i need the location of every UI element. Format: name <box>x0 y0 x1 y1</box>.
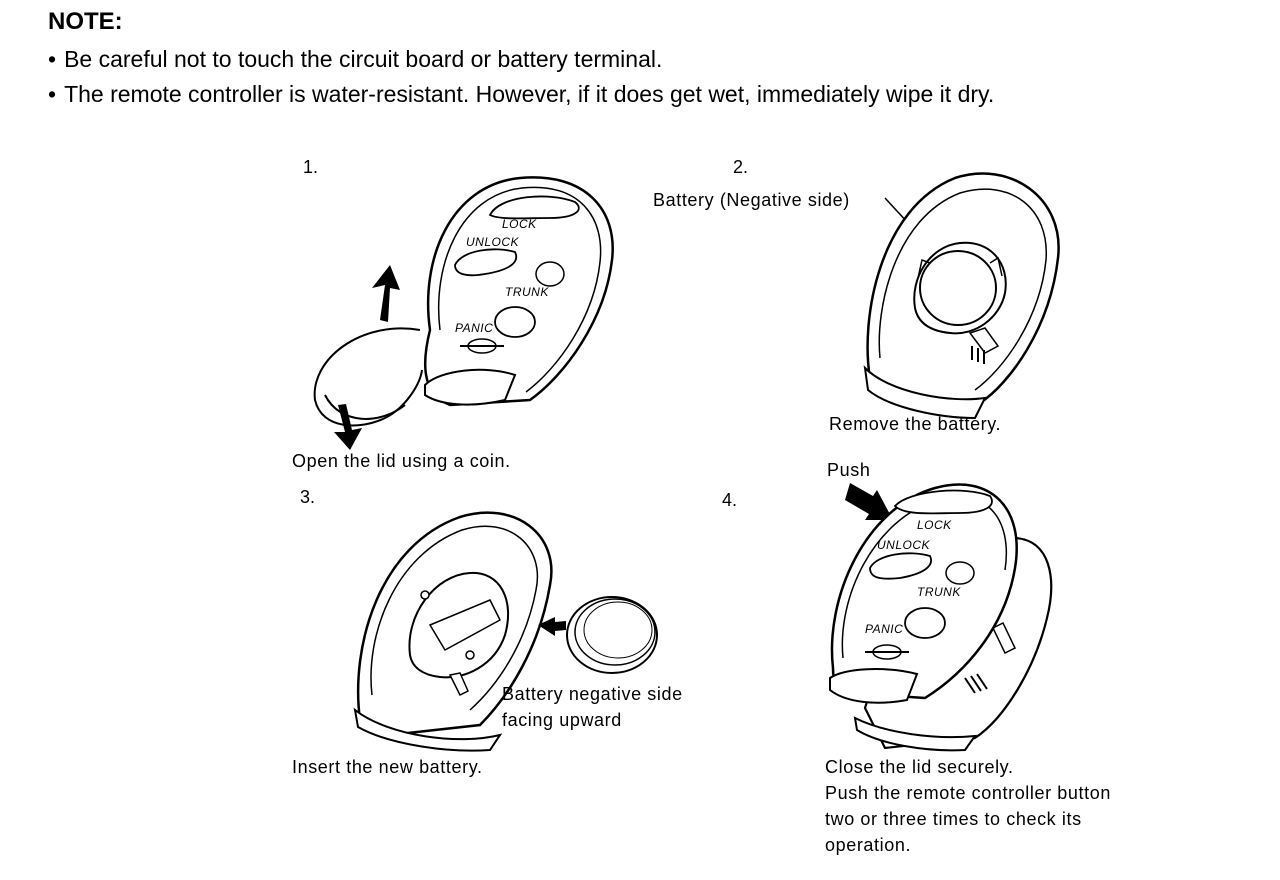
rotate-arrow-up-icon <box>372 265 400 322</box>
step-4-caption-line: Close the lid securely. <box>825 757 1014 777</box>
note-item: The remote controller is water-resistant… <box>48 77 994 112</box>
battery-facing-label-line1: Battery negative side <box>502 684 683 704</box>
battery-facing-label-line2: facing upward <box>502 710 622 730</box>
svg-text:LOCK: LOCK <box>917 518 952 532</box>
step-3-illustration <box>353 511 658 752</box>
step-1-number: 1. <box>303 157 319 177</box>
step-4-caption-line: Push the remote controller button <box>825 783 1111 803</box>
svg-text:TRUNK: TRUNK <box>917 585 961 599</box>
step-4-caption: Close the lid securely. Push the remote … <box>825 754 1111 858</box>
note-item: Be careful not to touch the circuit boar… <box>48 42 994 77</box>
lock-label: LOCK <box>502 217 537 231</box>
battery-negative-side-label: Battery (Negative side) <box>653 190 850 210</box>
push-arrow-icon <box>845 483 893 520</box>
trunk-label: TRUNK <box>505 285 549 299</box>
step-4-illustration: LOCK UNLOCK TRUNK PANIC <box>829 483 1053 752</box>
step-1-illustration: LOCK UNLOCK TRUNK PANIC <box>313 176 614 450</box>
step-3-caption: Insert the new battery. <box>292 757 483 777</box>
rotate-arrow-down-icon <box>334 404 362 450</box>
step-2-illustration <box>863 172 1060 420</box>
step-1-caption: Open the lid using a coin. <box>292 451 511 471</box>
step-4-caption-line: operation. <box>825 835 912 855</box>
panic-label: PANIC <box>455 321 493 335</box>
step-4-caption-line: two or three times to check its <box>825 809 1082 829</box>
insert-arrow-icon <box>538 617 566 636</box>
step-3-number: 3. <box>300 487 316 507</box>
step-2-number: 2. <box>733 157 749 177</box>
note-heading: NOTE: <box>48 8 123 35</box>
note-list: Be careful not to touch the circuit boar… <box>48 42 994 112</box>
unlock-label: UNLOCK <box>466 235 520 249</box>
push-label: Push <box>827 460 871 480</box>
step-2-caption: Remove the battery. <box>829 414 1002 434</box>
svg-text:UNLOCK: UNLOCK <box>877 538 931 552</box>
step-4-number: 4. <box>722 490 738 510</box>
svg-text:PANIC: PANIC <box>865 622 903 636</box>
